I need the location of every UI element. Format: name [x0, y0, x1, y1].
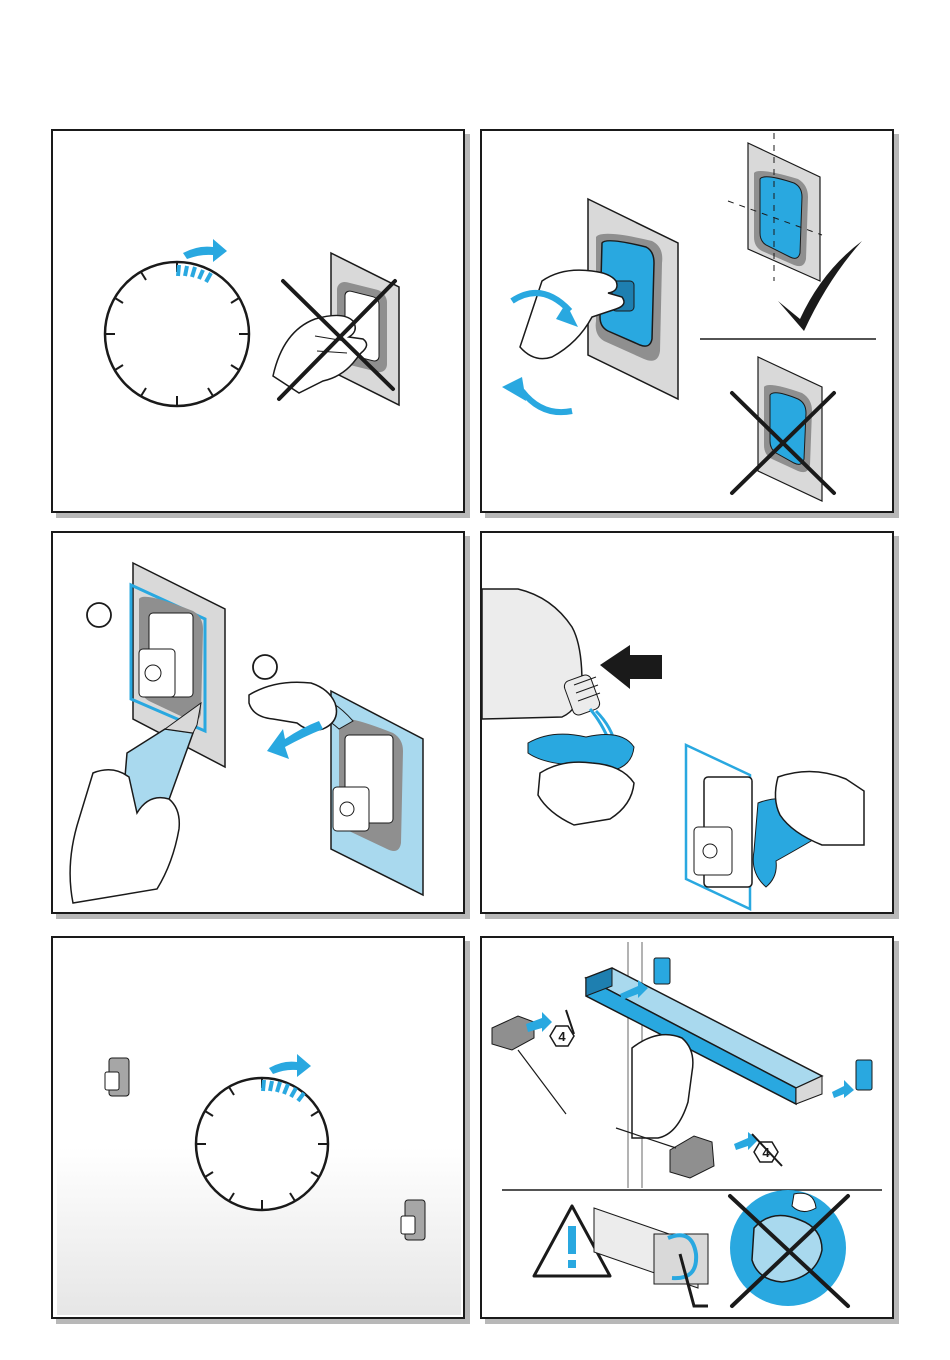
hex-key-icon: 4 [550, 1010, 574, 1046]
panel-mount-rail: 4 4 [480, 936, 894, 1319]
arrow-left-icon [267, 721, 323, 759]
panel-cure-time [51, 936, 465, 1319]
hand-illustration [632, 1035, 693, 1138]
hand-illustration [538, 762, 634, 825]
wall-plate-illustration [686, 745, 752, 909]
clock-dial-icon [105, 262, 249, 406]
panel-2-illustration [482, 131, 894, 513]
panel-4-illustration [482, 533, 894, 914]
panel-press-hook [480, 129, 894, 513]
panel-5-illustration [53, 938, 465, 1319]
panel-1-illustration [53, 131, 465, 513]
mounted-holder-illustration [105, 1058, 129, 1096]
panel-clean-surface [480, 531, 894, 914]
end-cap-illustration [492, 1016, 534, 1050]
cleaner-bottle-illustration [482, 589, 601, 719]
arrow-left-icon [600, 645, 662, 689]
clock-dial-icon [196, 1078, 328, 1210]
panel-3-illustration [53, 533, 465, 914]
end-cap-illustration [670, 1136, 714, 1178]
panel-remove-adhesive [51, 531, 465, 914]
arrow-right-icon [183, 239, 227, 262]
step-marker-a [87, 603, 111, 627]
hand-illustration [249, 682, 337, 730]
panel-6-illustration: 4 4 [482, 938, 894, 1319]
arrow-head [502, 377, 526, 401]
correct-result [728, 133, 822, 281]
rail-end-detail [594, 1208, 708, 1306]
rail-illustration [586, 968, 822, 1104]
mounted-holder-illustration [401, 1200, 425, 1240]
panel-wait-time [51, 129, 465, 513]
step-marker-b [253, 655, 277, 679]
hex-key-icon: 4 [752, 1134, 782, 1166]
hex-key-size-label: 4 [558, 1029, 566, 1044]
